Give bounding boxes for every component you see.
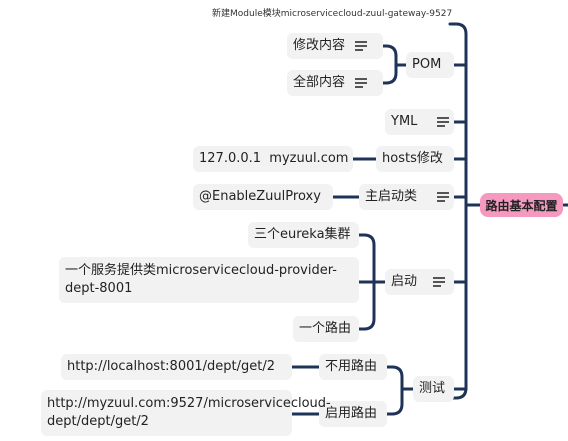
node-provider[interactable]: 一个服务提供类microservicecloud-provider-dept-8… — [59, 257, 359, 303]
node-use-route-url-label: http://myzuul.com:9527/microservicecloud… — [47, 396, 331, 429]
notes-icon[interactable] — [437, 192, 450, 202]
node-main-class-label: 主启动类 — [365, 189, 418, 204]
notes-icon[interactable] — [355, 78, 368, 88]
node-use-route[interactable]: 启用路由 — [319, 401, 387, 427]
edge-trunk — [448, 22, 468, 400]
node-pom-all[interactable]: 全部内容 — [287, 70, 383, 96]
page-caption: 新建Module模块microservicecloud-zuul-gateway… — [212, 9, 453, 19]
node-start-label: 启动 — [391, 274, 418, 289]
edge-start-children — [357, 233, 387, 331]
node-hosts-value-label: 127.0.0.1 myzuul.com — [199, 151, 349, 166]
node-use-route-label: 启用路由 — [325, 406, 378, 421]
node-test-label: 测试 — [419, 381, 446, 396]
notes-icon[interactable] — [437, 117, 450, 127]
notes-icon[interactable] — [433, 277, 446, 287]
node-no-route-url[interactable]: http://localhost:8001/dept/get/2 — [61, 354, 292, 380]
node-use-route-url[interactable]: http://myzuul.com:9527/microservicecloud… — [41, 390, 331, 436]
node-start[interactable]: 启动 — [385, 269, 454, 295]
node-route-label: 一个路由 — [299, 321, 352, 336]
node-annotation-label: @EnableZuulProxy — [199, 189, 321, 204]
node-no-route[interactable]: 不用路由 — [319, 354, 387, 380]
edge-pom-children — [381, 44, 408, 85]
node-test[interactable]: 测试 — [413, 376, 454, 402]
node-provider-label: 一个服务提供类microservicecloud-provider-dept-8… — [65, 263, 337, 296]
root-label: 路由基本配置 — [485, 198, 558, 213]
node-pom-modify-label: 修改内容 — [293, 38, 346, 53]
node-hosts[interactable]: hosts修改 — [376, 146, 454, 172]
node-pom-modify[interactable]: 修改内容 — [287, 33, 383, 59]
node-yml-label: YML — [391, 114, 418, 129]
edge-test-children — [385, 365, 415, 416]
node-main-class[interactable]: 主启动类 — [359, 184, 454, 210]
node-pom[interactable]: POM — [406, 52, 454, 78]
node-no-route-label: 不用路由 — [325, 359, 378, 374]
root-node[interactable]: 路由基本配置 — [480, 193, 563, 217]
node-route[interactable]: 一个路由 — [293, 316, 359, 342]
node-no-route-url-label: http://localhost:8001/dept/get/2 — [67, 359, 275, 374]
node-eureka-label: 三个eureka集群 — [254, 227, 351, 242]
node-pom-all-label: 全部内容 — [293, 75, 346, 90]
node-annotation[interactable]: @EnableZuulProxy — [193, 184, 333, 210]
node-hosts-label: hosts修改 — [382, 151, 443, 166]
node-pom-label: POM — [412, 57, 442, 72]
node-hosts-value[interactable]: 127.0.0.1 myzuul.com — [193, 146, 353, 172]
notes-icon[interactable] — [355, 41, 368, 51]
node-eureka[interactable]: 三个eureka集群 — [248, 222, 359, 248]
node-yml[interactable]: YML — [385, 109, 454, 135]
